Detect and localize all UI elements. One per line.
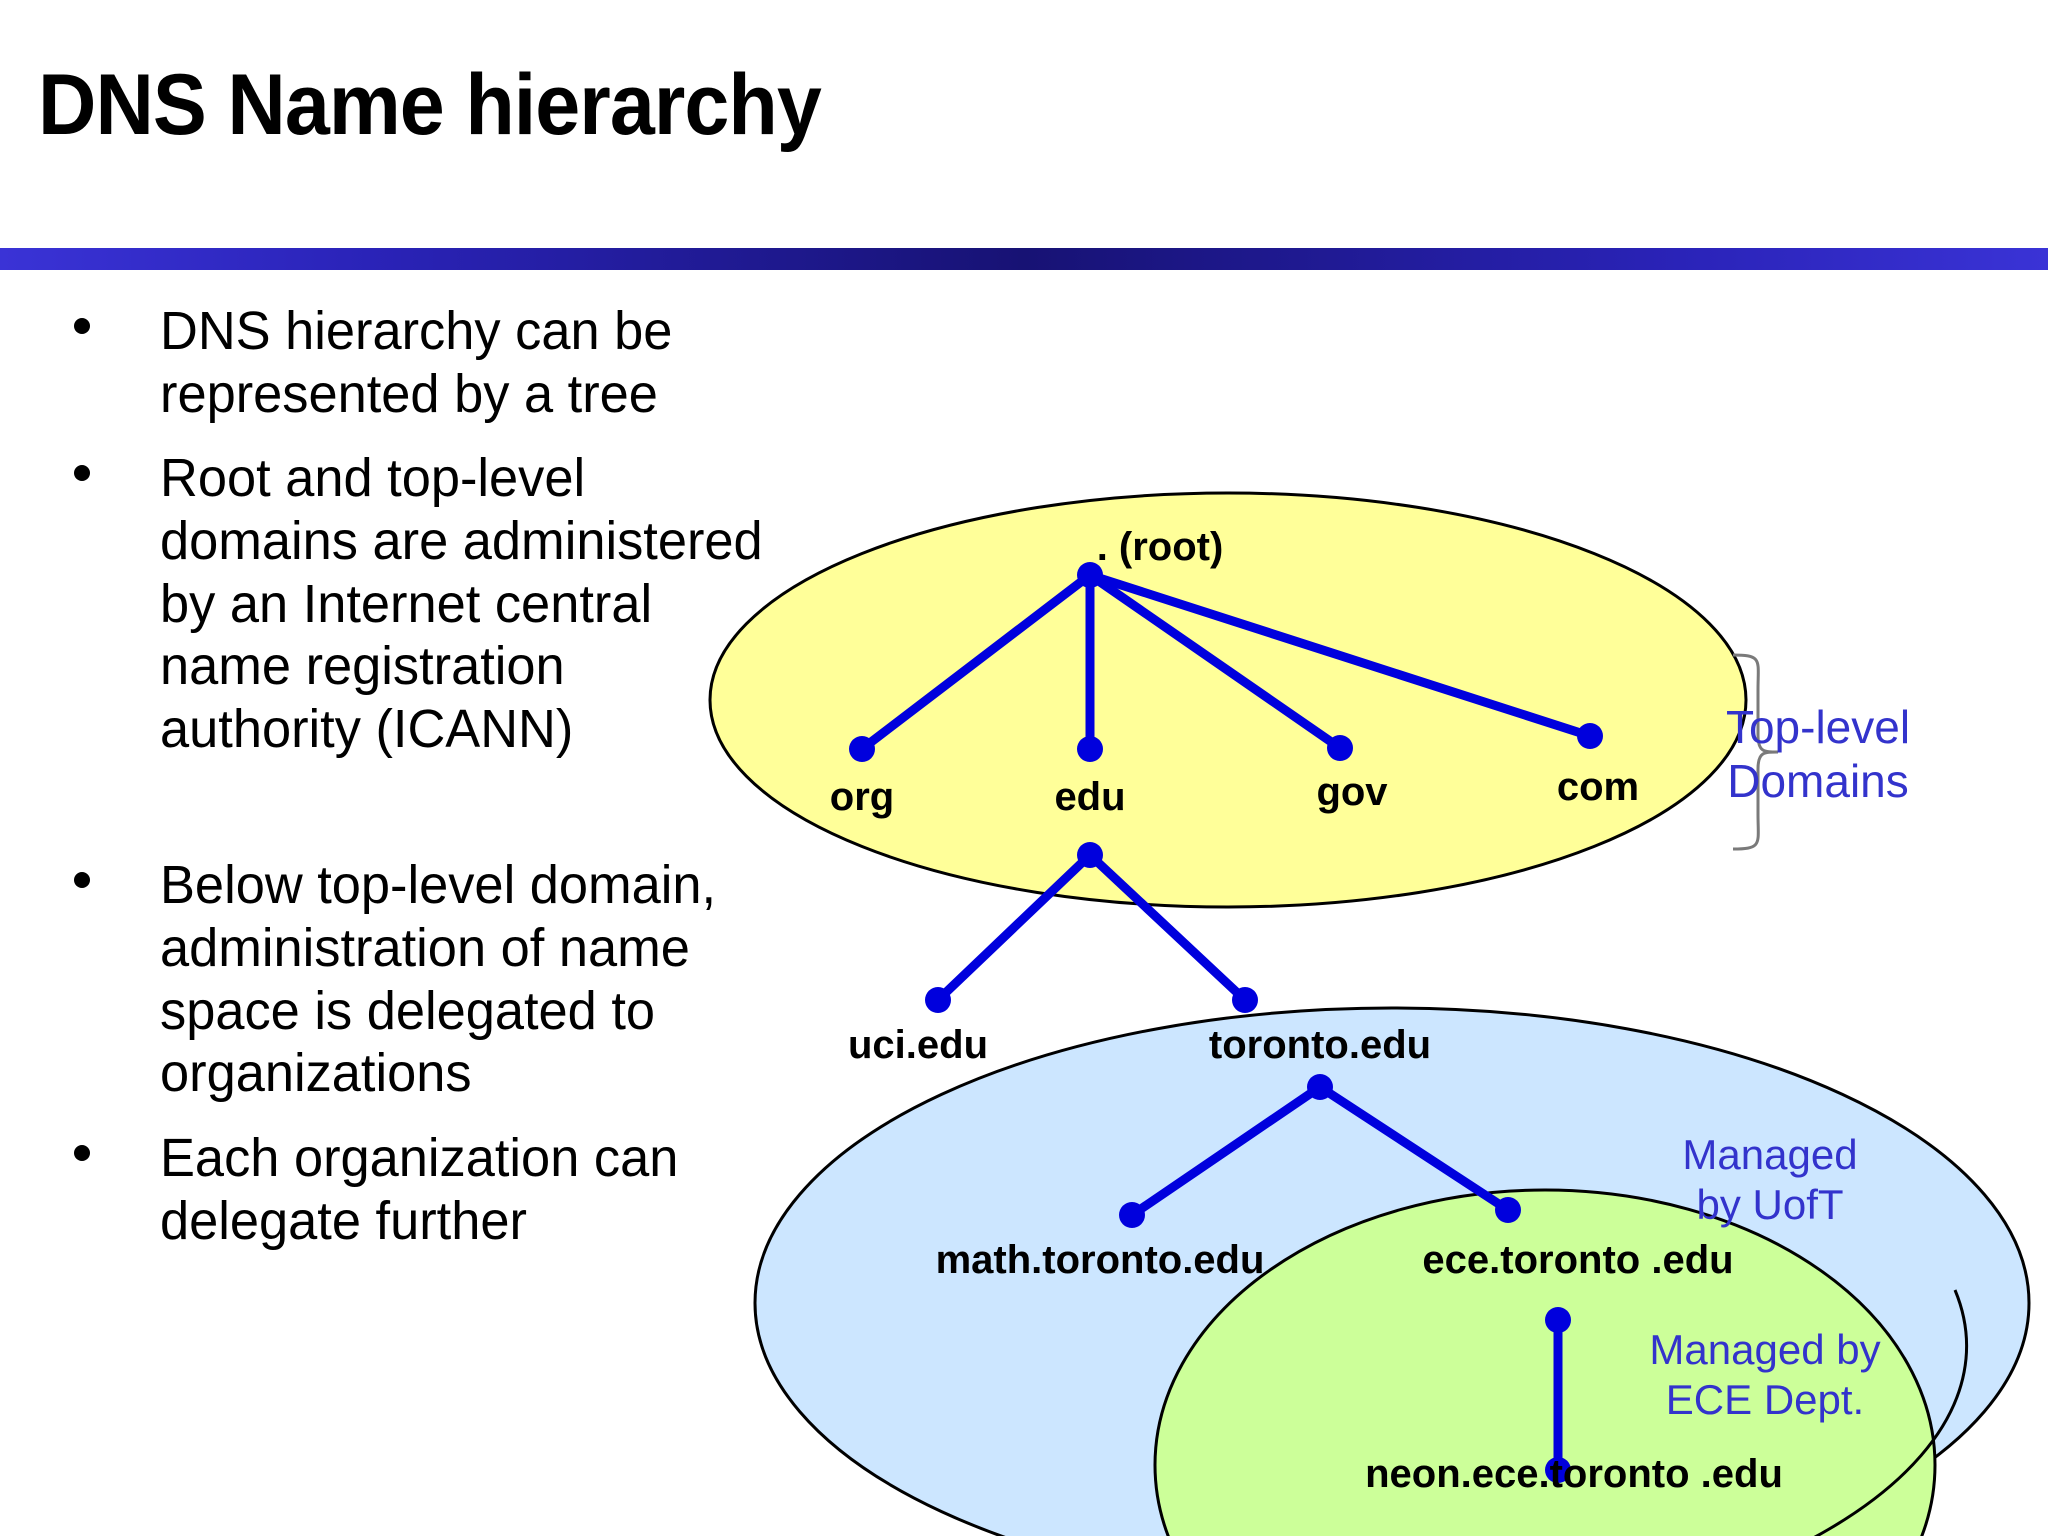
- node-label-gov: gov: [1316, 770, 1388, 814]
- node-label-com: com: [1556, 765, 1640, 809]
- callout-line-2: ECE Dept.: [1665, 1375, 1865, 1423]
- list-item: Root and top-level domains are administe…: [52, 447, 792, 760]
- bullet-text: Each organization can delegate further: [160, 1127, 679, 1251]
- callout-line-1: Managed: [1682, 1131, 1858, 1178]
- edge-toronto-ece: [1315, 1082, 1513, 1215]
- edge-edu-uci: [933, 850, 1095, 1005]
- callout-line-2: by UofT: [1696, 1180, 1844, 1228]
- edge-root-org: [857, 570, 1095, 754]
- zone-ece-ellipse: [1153, 1188, 1937, 1536]
- node-label-ece: ece.toronto .edu: [1422, 1238, 1734, 1282]
- bullet-dot-icon: [74, 318, 90, 334]
- node-toronto-2[interactable]: [1307, 1074, 1333, 1100]
- callout-managed-by-ece: Managed by ECE Dept.: [1649, 1325, 1880, 1424]
- bullet-text: Below top-level domain, administration o…: [160, 855, 717, 1104]
- callout-top-level-domains: Top-level Domains: [1726, 700, 1910, 809]
- edge-root-com: [1085, 570, 1595, 741]
- bullet-list: DNS hierarchy can be represented by a tr…: [52, 300, 792, 1274]
- node-label-math: math.toronto.edu: [935, 1238, 1265, 1282]
- curly-brace-icon: [1732, 653, 1779, 851]
- node-math[interactable]: [1119, 1202, 1145, 1228]
- callout-line-1: Managed by: [1649, 1326, 1881, 1373]
- node-org[interactable]: [849, 736, 875, 762]
- bullet-dot-icon: [74, 465, 90, 482]
- node-gov[interactable]: [1327, 735, 1353, 761]
- list-item: Each organization can delegate further: [52, 1127, 792, 1252]
- edge-edu-toronto: [1085, 850, 1250, 1005]
- tree-edges: [857, 570, 1595, 1475]
- callout-managed-by-uoft: Managed by UofT: [1682, 1130, 1857, 1229]
- node-neon[interactable]: [1545, 1457, 1571, 1483]
- node-label-neon: neon.ece.toronto .edu: [1365, 1452, 1783, 1496]
- node-edu[interactable]: [1077, 736, 1103, 762]
- node-root[interactable]: [1077, 562, 1103, 588]
- node-ece[interactable]: [1495, 1197, 1521, 1223]
- zone-root-ellipse: [708, 491, 1748, 909]
- bullet-dot-icon: [74, 872, 90, 889]
- node-label-org: org: [829, 775, 895, 819]
- node-com[interactable]: [1577, 723, 1603, 749]
- bullet-text: DNS hierarchy can be represented by a tr…: [160, 301, 673, 424]
- page-title: DNS Name hierarchy: [38, 57, 822, 153]
- node-label-root: . (root): [1096, 525, 1224, 569]
- callout-line-2: Domains: [1727, 755, 1909, 808]
- edge-toronto-math: [1127, 1082, 1325, 1220]
- node-label-toronto: toronto.edu: [1208, 1023, 1432, 1067]
- node-toronto[interactable]: [1232, 987, 1258, 1013]
- tree-nodes: [849, 562, 1603, 1483]
- node-edu-second[interactable]: [1077, 842, 1103, 868]
- node-uci[interactable]: [925, 987, 951, 1013]
- edge-root-gov: [1085, 570, 1345, 753]
- list-item: Below top-level domain, administration o…: [52, 854, 792, 1105]
- callout-line-1: Top-level: [1725, 701, 1911, 753]
- bullet-dot-icon: [74, 1144, 90, 1161]
- node-label-edu: edu: [1054, 775, 1126, 819]
- node-label-uci: uci.edu: [847, 1023, 989, 1067]
- node-ece-2[interactable]: [1545, 1307, 1571, 1333]
- bullet-text: Root and top-level domains are administe…: [160, 448, 763, 759]
- title-divider-rule: [0, 248, 2048, 270]
- zone-uoft-outline-overlap: [1813, 1289, 1969, 1536]
- list-item: DNS hierarchy can be represented by a tr…: [52, 300, 792, 425]
